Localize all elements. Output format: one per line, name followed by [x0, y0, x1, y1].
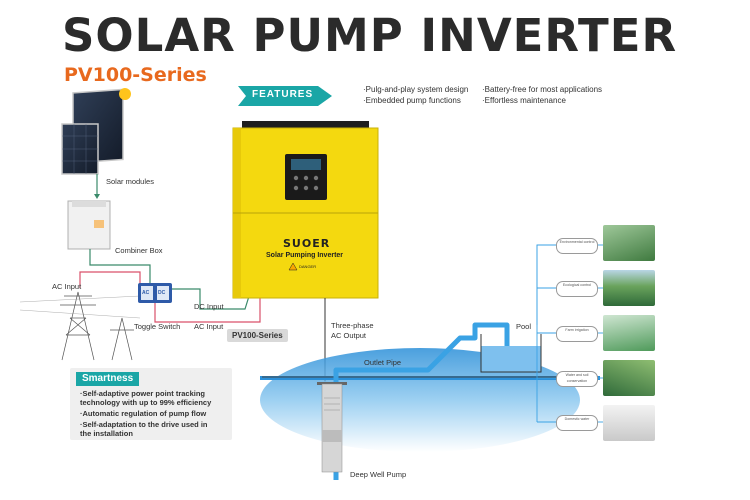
page-subtitle: PV100-Series: [64, 64, 207, 86]
deep-well-pump-illustration: [317, 382, 347, 473]
water-illustration: [260, 348, 600, 452]
smartness-title: Smartness: [76, 372, 140, 386]
toggle-switch-illustration: [138, 283, 172, 303]
solar-modules-illustration: [61, 88, 131, 175]
inverter-brand: SUOER: [283, 237, 331, 250]
smartness-item: ·Self-adaptive power point tracking: [80, 389, 206, 398]
application-label: Water and soil conservation: [556, 371, 598, 387]
feature-item: ·Battery-free for most applications: [482, 85, 603, 94]
features-banner-shape: [238, 86, 332, 106]
features-badge: FEATURES: [252, 89, 314, 100]
smartness-item: ·Automatic regulation of pump flow: [80, 409, 207, 418]
sun-icon: [119, 88, 131, 100]
page-title: SOLAR PUMP INVERTER: [62, 9, 678, 62]
three-phase-label: Three-phase: [331, 321, 374, 330]
dc-input-label: DC Input: [194, 302, 224, 311]
ecological-control-photo: [603, 270, 655, 306]
toggle-switch-label: Toggle Switch: [134, 322, 181, 331]
water-soil-conservation-photo: [603, 360, 655, 396]
pool-illustration: [480, 334, 542, 373]
series-tag: PV100-Series: [227, 329, 288, 342]
combiner-box-illustration: [67, 200, 111, 250]
outlet-pipe-label: Outlet Pipe: [364, 358, 402, 367]
inverter-illustration: [232, 121, 379, 299]
combiner-box-label: Combiner Box: [115, 246, 163, 255]
solar-modules-label: Solar modules: [106, 177, 154, 186]
inverter-warning: DANGER: [299, 264, 317, 269]
switch-ac-label: AC: [142, 290, 150, 296]
application-label: Domestic water: [556, 415, 598, 431]
switch-dc-label: DC: [158, 290, 166, 296]
ac-input-left-label: AC Input: [52, 282, 82, 291]
feature-item: ·Effortless maintenance: [482, 96, 566, 105]
warning-icon: [288, 262, 298, 271]
ac-output-label: AC Output: [331, 331, 367, 340]
environmental-control-photo: [603, 225, 655, 261]
application-connectors: [536, 244, 603, 423]
application-label: Ecological control: [556, 281, 598, 297]
application-label: Environmental control: [556, 238, 598, 254]
feature-item: ·Embedded pump functions: [363, 96, 461, 105]
smartness-item: the installation: [80, 429, 133, 438]
ac-input-mid-label: AC Input: [194, 322, 224, 331]
feature-item: ·Pulg-and-play system design: [363, 85, 469, 94]
application-label: Farm irrigation: [556, 326, 598, 342]
smartness-item: technology with up to 99% efficiency: [80, 398, 212, 407]
transmission-tower-illustration: [19, 291, 141, 361]
domestic-water-photo: [603, 405, 655, 441]
deep-well-pump-label: Deep Well Pump: [350, 470, 407, 479]
farm-irrigation-photo: [603, 315, 655, 351]
smartness-item: ·Self-adaptation to the drive used in: [80, 420, 208, 429]
inverter-label: Solar Pumping Inverter: [266, 252, 344, 259]
pool-label: Pool: [516, 322, 532, 331]
